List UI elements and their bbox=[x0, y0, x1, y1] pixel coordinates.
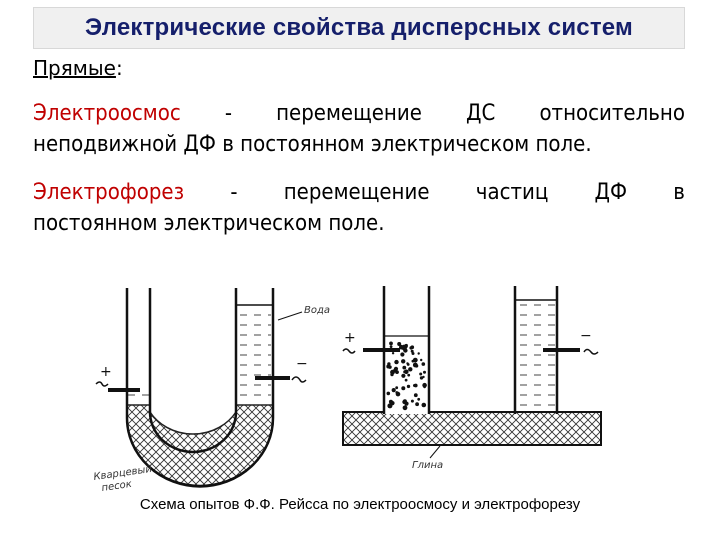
particle bbox=[407, 373, 411, 377]
particle bbox=[406, 362, 409, 365]
clay-block bbox=[342, 411, 602, 446]
particle bbox=[409, 346, 413, 350]
particle bbox=[400, 352, 405, 357]
paragraph-electrophoresis: Электрофорез - перемещение частиц ДФ в п… bbox=[33, 177, 685, 239]
particle bbox=[421, 362, 426, 366]
paragraph-electroosmosis: Электроосмос - перемещение ДС относитель… bbox=[33, 98, 685, 160]
label-plus-left: + bbox=[100, 364, 112, 380]
water-left-arm bbox=[128, 392, 150, 408]
particle bbox=[389, 345, 393, 348]
term-electrophoresis: Электрофорез bbox=[33, 180, 185, 205]
paragraph-line: Электроосмос - перемещение ДС относитель… bbox=[33, 98, 685, 129]
dispersed-particles bbox=[386, 341, 427, 411]
particle bbox=[420, 358, 423, 362]
particle bbox=[401, 373, 406, 378]
particle bbox=[389, 341, 393, 346]
particle bbox=[395, 386, 399, 390]
particle bbox=[388, 365, 392, 369]
particle bbox=[421, 402, 427, 408]
particle bbox=[404, 378, 408, 382]
u-tube-apparatus bbox=[95, 288, 307, 488]
particle bbox=[419, 372, 423, 376]
particle bbox=[390, 372, 394, 377]
particle bbox=[417, 352, 420, 355]
particle bbox=[417, 397, 421, 401]
particle bbox=[423, 370, 426, 374]
particle bbox=[410, 399, 414, 403]
label-quartz-sand-2: песок bbox=[101, 479, 133, 494]
particle bbox=[402, 405, 408, 411]
particle bbox=[423, 385, 426, 389]
particle bbox=[386, 391, 391, 396]
particle bbox=[391, 352, 395, 355]
label-water: Вода bbox=[304, 305, 330, 316]
section-label: Прямые: bbox=[33, 56, 123, 80]
particle bbox=[401, 359, 406, 364]
word: в bbox=[673, 180, 685, 205]
particle bbox=[412, 357, 418, 363]
particle bbox=[402, 399, 407, 405]
term-electroosmosis: Электроосмос bbox=[33, 101, 181, 126]
word: - bbox=[230, 180, 238, 205]
section-label-suffix: : bbox=[115, 56, 123, 80]
particle bbox=[395, 391, 401, 397]
particle bbox=[402, 365, 407, 370]
water-right-arm bbox=[236, 305, 271, 408]
word: ДФ bbox=[594, 180, 628, 205]
particle bbox=[391, 388, 396, 393]
word: перемещение bbox=[276, 101, 422, 126]
paragraph-line: неподвижной ДФ в постоянном электрическо… bbox=[33, 132, 592, 157]
paragraph-line: Электрофорез - перемещение частиц ДФ в bbox=[33, 177, 685, 208]
electrophoresis-apparatus bbox=[342, 286, 602, 459]
word: частиц bbox=[475, 180, 549, 205]
particle bbox=[401, 386, 406, 391]
reuss-experiment-figure: Вода Кварцевый песок Глина + − + − bbox=[93, 286, 602, 494]
particle bbox=[401, 344, 407, 350]
u-tube-outer-wall bbox=[125, 288, 275, 488]
section-label-text: Прямые bbox=[33, 56, 116, 80]
label-plus-right: + bbox=[344, 330, 356, 346]
particle bbox=[412, 362, 418, 368]
figure-caption: Схема опытов Ф.Ф. Рейсса по электроосмос… bbox=[139, 496, 581, 513]
particle bbox=[403, 370, 407, 374]
particle bbox=[390, 401, 395, 406]
particle bbox=[411, 352, 415, 355]
particle bbox=[413, 384, 416, 387]
label-minus-right: − bbox=[580, 328, 592, 344]
word: - bbox=[224, 101, 232, 126]
particle bbox=[415, 402, 419, 407]
right-tube-water bbox=[515, 300, 557, 412]
particle bbox=[397, 342, 402, 346]
slide-title: Электрические свойства дисперсных систем bbox=[85, 14, 633, 41]
particle bbox=[408, 367, 413, 372]
particle bbox=[406, 384, 411, 389]
paragraph-line: постоянном электрическом поле. bbox=[33, 211, 385, 236]
particle bbox=[410, 349, 414, 353]
word: относительно bbox=[539, 101, 685, 126]
particle bbox=[393, 366, 399, 371]
label-clay: Глина bbox=[412, 460, 443, 471]
word: перемещение bbox=[283, 180, 430, 205]
word: ДС bbox=[466, 101, 496, 126]
slide-title-box: Электрические свойства дисперсных систем bbox=[33, 7, 685, 49]
particle bbox=[394, 359, 399, 365]
particle bbox=[413, 393, 418, 398]
u-tube-inner-wall bbox=[148, 288, 238, 454]
particle bbox=[422, 375, 425, 379]
label-minus-left: − bbox=[296, 356, 308, 372]
